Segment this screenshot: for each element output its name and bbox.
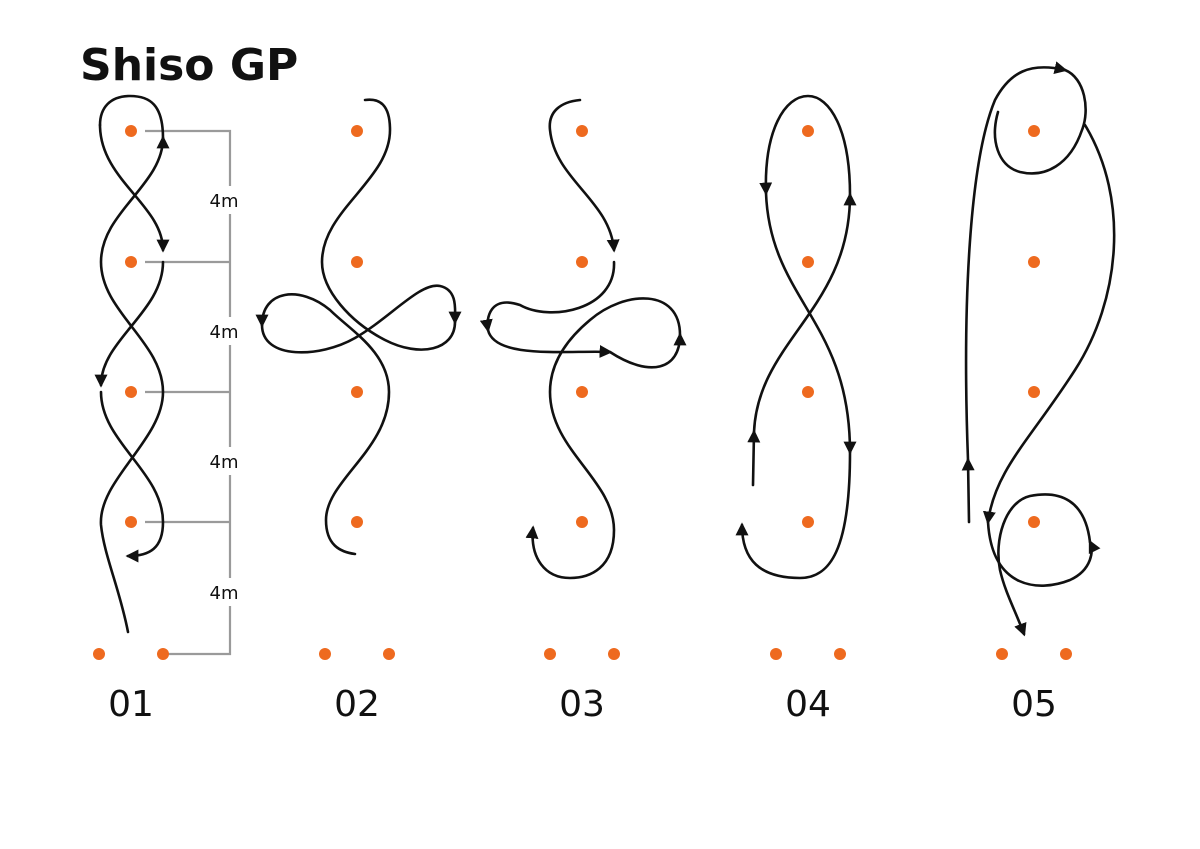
cones [319, 125, 395, 660]
route-path [986, 520, 1101, 587]
route-path [548, 98, 620, 253]
route-path [479, 260, 616, 333]
route-path [764, 191, 857, 455]
start-cone-left [544, 648, 556, 660]
route-path [997, 493, 1092, 637]
route-path [961, 457, 975, 524]
route-path [94, 260, 165, 388]
cones [93, 125, 169, 660]
pattern-label: 02 [334, 684, 380, 725]
cone [802, 125, 814, 137]
dimension-label-2: 4m [210, 322, 239, 343]
pattern-05: 05 [961, 61, 1116, 725]
cone [1028, 256, 1040, 268]
cones [770, 125, 846, 660]
dimension-label-4: 4m [210, 583, 239, 604]
cone [351, 125, 363, 137]
route-path [98, 94, 165, 140]
cone [576, 125, 588, 137]
pattern-label: 01 [108, 684, 154, 725]
start-cone-right [834, 648, 846, 660]
cone [802, 386, 814, 398]
pattern-label: 05 [1011, 684, 1057, 725]
cone [125, 125, 137, 137]
cone [125, 256, 137, 268]
pattern-01: 01 [93, 94, 170, 725]
page-title: Shiso GP [80, 40, 298, 91]
cone [351, 386, 363, 398]
dimension-label-1: 4m [210, 191, 239, 212]
route-path [99, 135, 170, 634]
cone [351, 516, 363, 528]
cone [576, 256, 588, 268]
route-path [525, 297, 682, 580]
cone [576, 516, 588, 528]
route-path [255, 293, 391, 556]
start-cone-right [157, 648, 169, 660]
start-cone-left [93, 648, 105, 660]
route-path [752, 192, 857, 434]
route-path [260, 284, 462, 354]
route-path [320, 98, 457, 351]
route-path [486, 328, 613, 358]
cone [1028, 516, 1040, 528]
pattern-label: 04 [785, 684, 831, 725]
route-path [608, 332, 687, 369]
cones [996, 125, 1072, 660]
pattern-label: 03 [559, 684, 605, 725]
start-cone-right [1060, 648, 1072, 660]
pattern-04: 04 [735, 94, 857, 725]
pattern-03: 03 [479, 98, 687, 725]
start-cone-left [996, 648, 1008, 660]
dimension-label-3: 4m [210, 452, 239, 473]
dimension-bracket: 4m 4m 4m 4m [145, 129, 249, 656]
route-path [99, 390, 165, 563]
start-cone-left [319, 648, 331, 660]
start-cone-left [770, 648, 782, 660]
route-path [98, 123, 170, 253]
route-path [964, 61, 1068, 462]
route-path [982, 123, 1116, 525]
route-path [735, 450, 852, 580]
route-path [759, 94, 852, 197]
pattern-02: 02 [255, 98, 462, 725]
start-cone-right [608, 648, 620, 660]
cone [802, 516, 814, 528]
cone [802, 256, 814, 268]
cone [125, 386, 137, 398]
start-cone-right [383, 648, 395, 660]
route-path [747, 429, 761, 487]
cone [1028, 125, 1040, 137]
cone [576, 386, 588, 398]
cone [1028, 386, 1040, 398]
cone [125, 516, 137, 528]
cones [544, 125, 620, 660]
route-path [993, 68, 1087, 175]
cone [351, 256, 363, 268]
